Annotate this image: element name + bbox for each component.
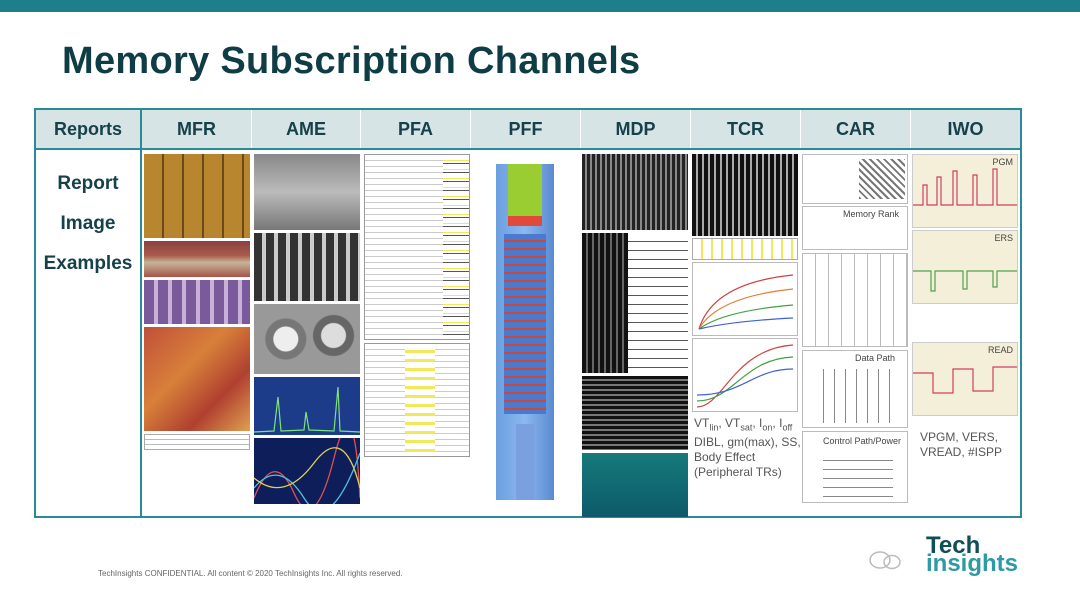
tcr-cap-sep3: , I xyxy=(772,416,783,430)
pfa-spreadsheet-1 xyxy=(364,154,470,340)
mdp-layout-2 xyxy=(582,233,688,373)
tcr-cap-sub-lin: lin xyxy=(709,422,719,433)
header-ame: AME xyxy=(252,110,361,148)
tcr-cap-line2: DIBL, gm(max), SS, xyxy=(694,435,801,450)
car-schematic-1 xyxy=(802,154,908,204)
car-schematic-3 xyxy=(802,253,908,347)
ame-eds-spectrum xyxy=(254,377,360,435)
tcr-data-table xyxy=(692,238,798,260)
channels-table: Reports MFR AME PFA PFF MDP TCR CAR IWO … xyxy=(34,108,1022,518)
wechat-icon xyxy=(869,551,901,570)
mfr-die-photo-4 xyxy=(144,327,250,431)
ame-sims-plot xyxy=(254,438,360,504)
iwo-cap-line1: VPGM, VERS, xyxy=(920,430,999,444)
logo-line2: insights xyxy=(926,550,1019,577)
tcr-cap-sub-sat: sat xyxy=(740,422,753,433)
row-label: Report Image Examples xyxy=(36,150,142,516)
header-pfa: PFA xyxy=(361,110,471,148)
tcr-cap-sub-on: on xyxy=(762,422,773,433)
row-label-line3: Examples xyxy=(43,253,133,274)
car-schematic-2: Memory Rank xyxy=(802,206,908,250)
car-schematic-5: Control Path/Power xyxy=(802,431,908,503)
car-schematic-4: Data Path xyxy=(802,350,908,428)
techinsights-logo: Tech insights xyxy=(926,532,1019,577)
iwo-read-svg xyxy=(913,366,1017,394)
car-data-label: Data Path xyxy=(855,353,896,363)
header-pff: PFF xyxy=(471,110,581,148)
iwo-pgm-waveform: PGM xyxy=(912,154,1018,228)
pff-3d-model xyxy=(496,164,554,500)
header-tcr: TCR xyxy=(691,110,801,148)
ame-sims-svg xyxy=(254,438,360,504)
pfa-spreadsheet-2 xyxy=(364,343,470,457)
header-mdp: MDP xyxy=(581,110,691,148)
tcr-cap-sep1: , VT xyxy=(718,416,741,430)
mdp-layout-1 xyxy=(582,154,688,230)
tcr-caption: VTlin, VTsat, Ion, Ioff DIBL, gm(max), S… xyxy=(694,416,804,480)
logo-line1: Tech xyxy=(926,532,981,559)
ame-sem-1 xyxy=(254,154,360,230)
mfr-die-photo-3 xyxy=(144,280,250,324)
tcr-cap-sub-off: off xyxy=(782,422,793,433)
iwo-ers-svg xyxy=(913,270,1017,292)
row-label-line1: Report xyxy=(57,173,119,194)
ame-sem-2 xyxy=(254,233,360,301)
car-control-label: Control Path/Power xyxy=(823,436,902,446)
tcr-cap-line4: (Peripheral TRs) xyxy=(694,465,782,480)
mfr-die-photo-1 xyxy=(144,154,250,238)
mdp-layout-4 xyxy=(582,453,688,517)
iwo-read-waveform: READ xyxy=(912,342,1018,416)
iwo-read-label: READ xyxy=(987,345,1013,355)
iwo-ers-waveform: ERS xyxy=(912,230,1018,304)
tcr-cap-vt: VT xyxy=(694,416,710,430)
mfr-info-table xyxy=(144,434,250,450)
iwo-pgm-svg xyxy=(913,168,1017,206)
footer-confidential: TechInsights CONFIDENTIAL. All content ©… xyxy=(98,569,403,578)
tcr-cap-line3: Body Effect xyxy=(694,450,756,465)
tcr-layout xyxy=(692,154,798,236)
top-accent-bar xyxy=(0,0,1080,12)
car-memory-label: Memory Rank xyxy=(843,209,900,219)
header-reports: Reports xyxy=(36,110,142,148)
ame-spectrum-svg xyxy=(254,386,360,433)
iwo-pgm-label: PGM xyxy=(992,157,1013,167)
iwo-caption: VPGM, VERS, VREAD, #ISPP xyxy=(920,430,1020,460)
tcr-iv-svg-2 xyxy=(696,344,794,408)
page-title: Memory Subscription Channels xyxy=(62,40,641,82)
row-label-line2: Image xyxy=(60,213,116,234)
table-header-row: Reports MFR AME PFA PFF MDP TCR CAR IWO xyxy=(36,110,1020,150)
ame-sem-3 xyxy=(254,304,360,374)
tcr-cap-sep2: , I xyxy=(752,416,763,430)
tcr-iv-svg-1 xyxy=(698,274,794,330)
header-mfr: MFR xyxy=(142,110,252,148)
mfr-die-photo-2 xyxy=(144,241,250,277)
iwo-ers-label: ERS xyxy=(994,233,1013,243)
header-car: CAR xyxy=(801,110,911,148)
mdp-layout-3 xyxy=(582,376,688,450)
tcr-iv-curve-2 xyxy=(692,338,798,412)
header-iwo: IWO xyxy=(947,118,984,139)
iwo-cap-line2: VREAD, #ISPP xyxy=(920,445,1003,459)
tcr-iv-curve-1 xyxy=(692,262,798,336)
